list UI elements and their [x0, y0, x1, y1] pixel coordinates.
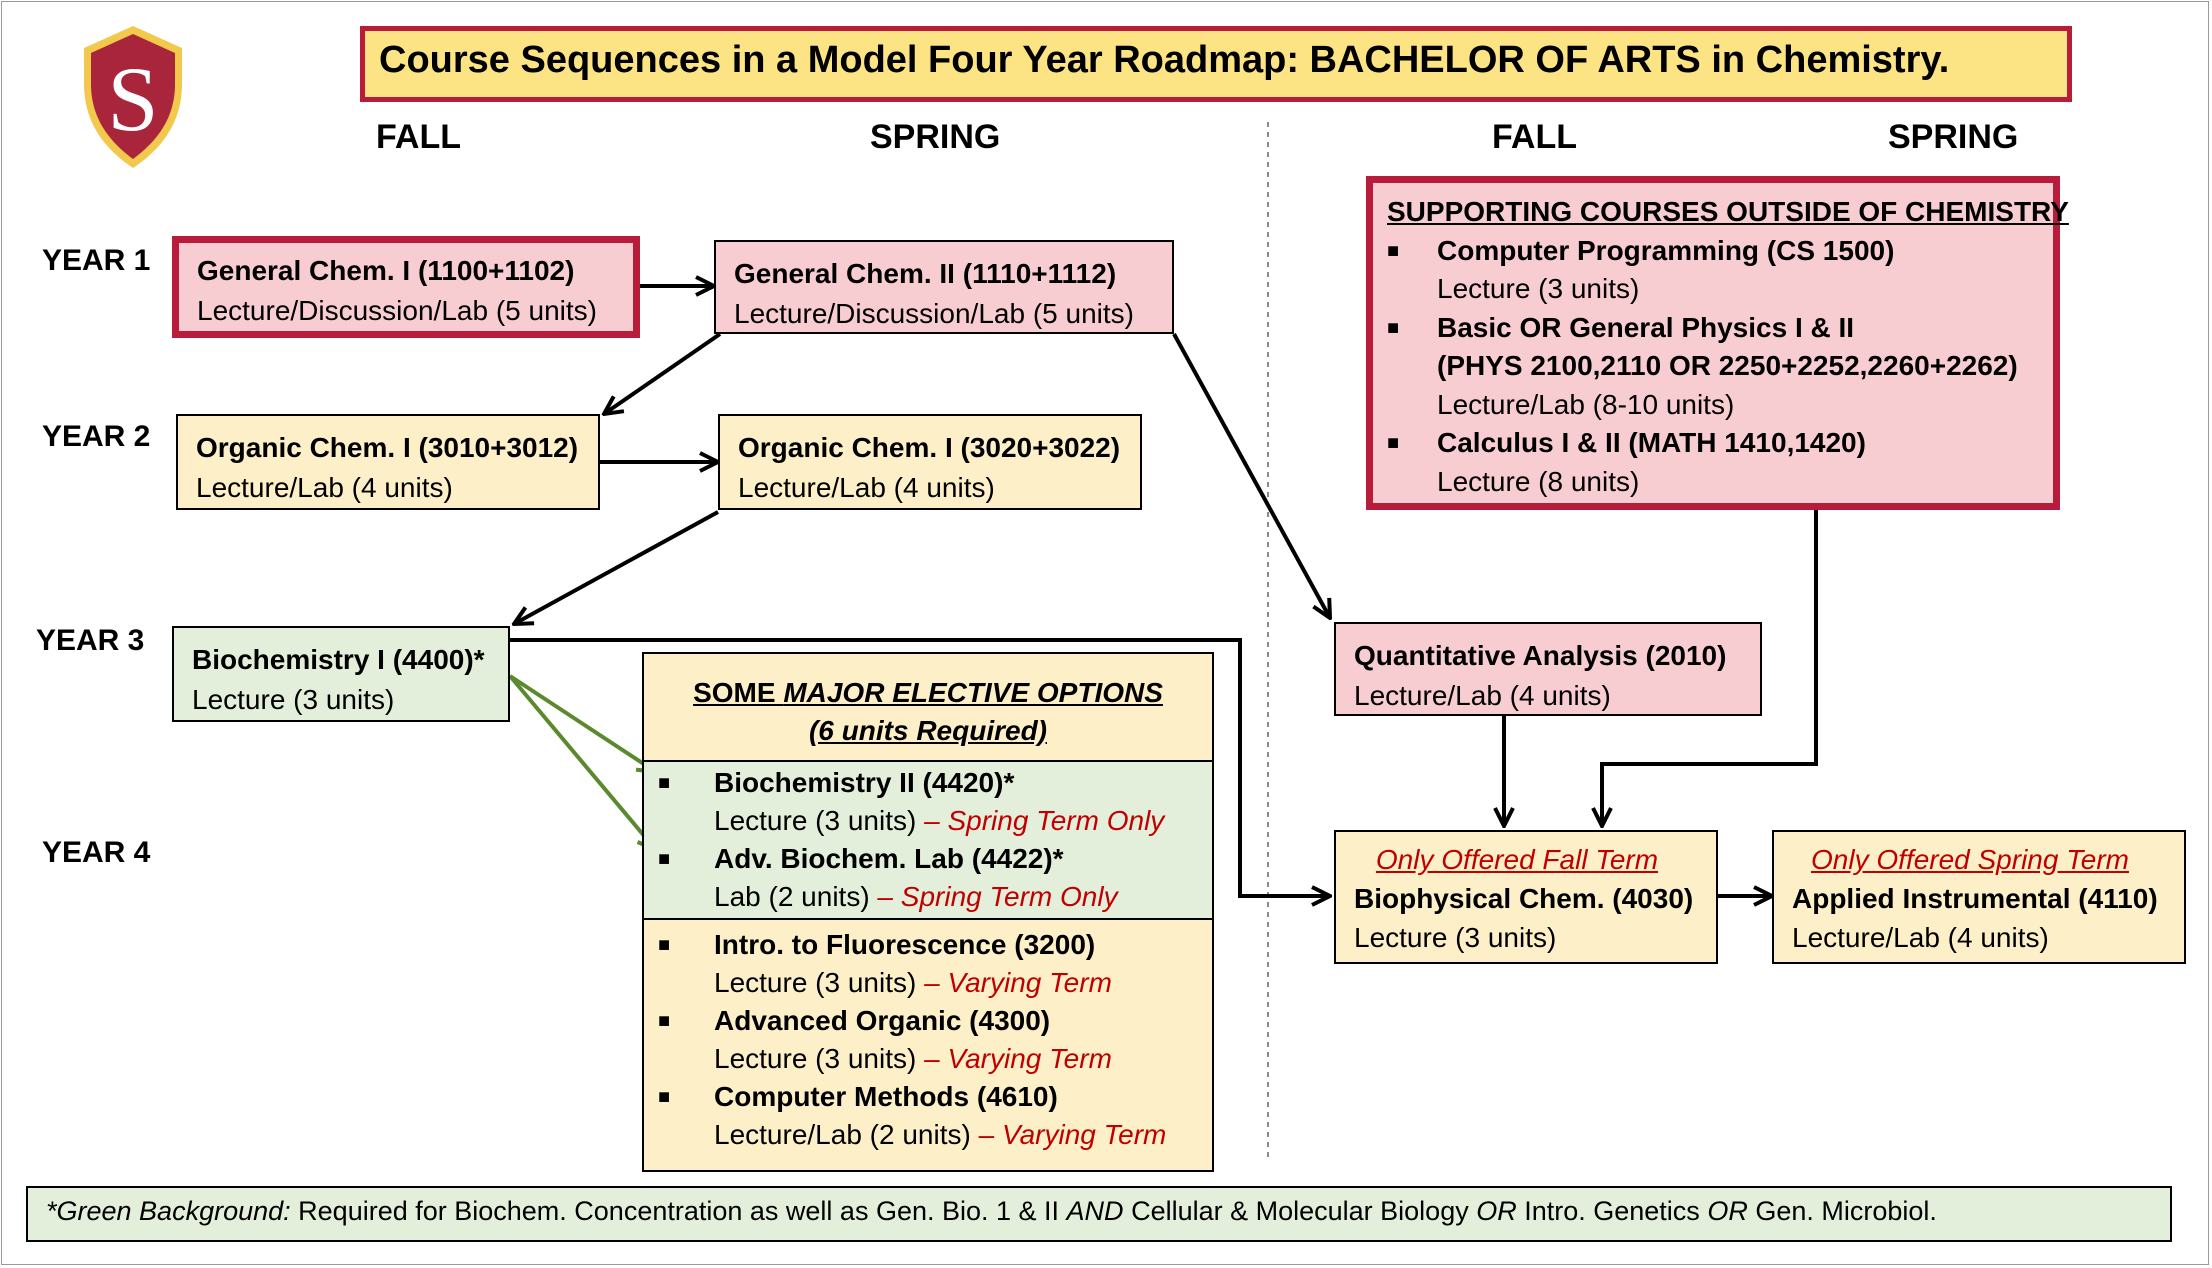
course-detail: Lecture/Lab (4 units): [738, 472, 995, 503]
elective-item-advanced-organic: ■ Advanced Organic (4300) Lecture (3 uni…: [644, 1002, 1212, 1078]
bullet-icon: ■: [658, 1086, 671, 1108]
elective-item-biochem-2: ■ Biochemistry II (4420)* Lecture (3 uni…: [644, 764, 1212, 840]
supporting-heading: SUPPORTING COURSES OUTSIDE OF CHEMISTRY: [1387, 196, 2069, 227]
elective-item-fluorescence: ■ Intro. to Fluorescence (3200) Lecture …: [644, 926, 1212, 1002]
logo-letter: S: [107, 48, 158, 150]
elective-options-box: SOME MAJOR ELECTIVE OPTIONS (6 units Req…: [642, 652, 1214, 1172]
course-box-org-chem-2: Organic Chem. I (3020+3022) Lecture/Lab …: [718, 414, 1142, 510]
year-3-label: YEAR 3: [36, 624, 145, 657]
bullet-icon: ■: [1387, 316, 1400, 339]
course-box-org-chem-1: Organic Chem. I (3010+3012) Lecture/Lab …: [176, 414, 600, 510]
bullet-icon: ■: [1387, 239, 1400, 262]
course-name: Biochemistry I (4400)*: [192, 644, 485, 675]
bullet-icon: ■: [658, 848, 671, 870]
column-header-fall: FALL: [376, 118, 461, 156]
arrow-biochem1-to-biochem2: [508, 674, 656, 772]
column-header-spring-2: SPRING: [1888, 118, 2019, 156]
course-term-note: Only Offered Spring Term: [1811, 844, 2129, 875]
footnote: *Green Background: Required for Biochem.…: [26, 1186, 2172, 1242]
course-detail: Lecture/Discussion/Lab (5 units): [197, 295, 597, 326]
elective-header: SOME MAJOR ELECTIVE OPTIONS (6 units Req…: [644, 654, 1212, 760]
year-2-label: YEAR 2: [42, 420, 151, 453]
elective-item-computer-methods: ■ Computer Methods (4610) Lecture/Lab (2…: [644, 1078, 1212, 1154]
bullet-icon: ■: [1387, 432, 1400, 454]
course-box-applied-instrumental: Only Offered Spring Term Applied Instrum…: [1772, 830, 2186, 964]
arrow-genchem2-to-quant: [1172, 333, 1330, 618]
bullet-icon: ■: [658, 1010, 671, 1032]
course-name: Applied Instrumental (4110): [1792, 883, 2158, 914]
elective-biochem-group: ■ Biochemistry II (4420)* Lecture (3 uni…: [644, 760, 1212, 920]
bullet-icon: ■: [658, 772, 671, 794]
course-box-biophysical-chem: Only Offered Fall Term Biophysical Chem.…: [1334, 830, 1718, 964]
course-detail: Lecture/Lab (4 units): [1354, 680, 1611, 711]
column-header-fall-2: FALL: [1492, 118, 1577, 156]
course-detail: Lecture/Lab (4 units): [1792, 922, 2049, 953]
supporting-item-physics: ■ Basic OR General Physics I & II (PHYS …: [1387, 309, 2053, 425]
course-box-quantitative-analysis: Quantitative Analysis (2010) Lecture/Lab…: [1334, 622, 1762, 716]
course-name: General Chem. I (1100+1102): [197, 255, 575, 286]
course-name: General Chem. II (1110+1112): [734, 258, 1117, 289]
elective-subheading: (6 units Required): [808, 715, 1047, 746]
arrow-supporting-to-biophys: [1602, 508, 1818, 826]
arrow-biochem1-to-biophys: [510, 638, 1330, 896]
supporting-item-calculus: ■ Calculus I & II (MATH 1410,1420) Lectu…: [1387, 424, 2053, 501]
elective-other-group: ■ Intro. to Fluorescence (3200) Lecture …: [644, 920, 1212, 1170]
arrow-orgchem2-to-biochem1: [514, 510, 719, 624]
university-shield-logo: S: [84, 26, 182, 168]
supporting-courses-box: SUPPORTING COURSES OUTSIDE OF CHEMISTRY …: [1366, 176, 2069, 510]
course-box-biochem-1: Biochemistry I (4400)* Lecture (3 units): [172, 626, 510, 722]
year-1-label: YEAR 1: [42, 244, 151, 277]
course-detail: Lecture (3 units): [192, 684, 395, 715]
course-box-gen-chem-1: General Chem. I (1100+1102) Lecture/Disc…: [172, 236, 640, 338]
course-term-note: Only Offered Fall Term: [1375, 844, 1659, 875]
elective-item-adv-biochem-lab: ■ Adv. Biochem. Lab (4422)* Lab (2 units…: [644, 840, 1212, 916]
elective-heading: SOME MAJOR ELECTIVE OPTIONS: [693, 677, 1163, 708]
course-name: Quantitative Analysis (2010): [1354, 640, 1727, 671]
arrow-genchem2-to-orgchem1: [604, 332, 722, 414]
course-box-gen-chem-2: General Chem. II (1110+1112) Lecture/Dis…: [714, 240, 1174, 334]
column-header-spring: SPRING: [870, 118, 1001, 156]
supporting-item-cs: ■ Computer Programming (CS 1500) Lecture…: [1387, 232, 2053, 309]
course-name: Organic Chem. I (3010+3012): [196, 432, 579, 463]
course-name: Biophysical Chem. (4030): [1354, 883, 1694, 914]
course-name: Organic Chem. I (3020+3022): [738, 432, 1121, 463]
bullet-icon: ■: [658, 934, 671, 956]
course-detail: Lecture (3 units): [1354, 922, 1557, 953]
year-4-label: YEAR 4: [42, 836, 151, 869]
course-detail: Lecture/Discussion/Lab (5 units): [734, 298, 1134, 329]
page-title: Course Sequences in a Model Four Year Ro…: [360, 26, 2072, 102]
course-detail: Lecture/Lab (4 units): [196, 472, 453, 503]
arrow-biochem1-to-advlab: [508, 674, 656, 850]
